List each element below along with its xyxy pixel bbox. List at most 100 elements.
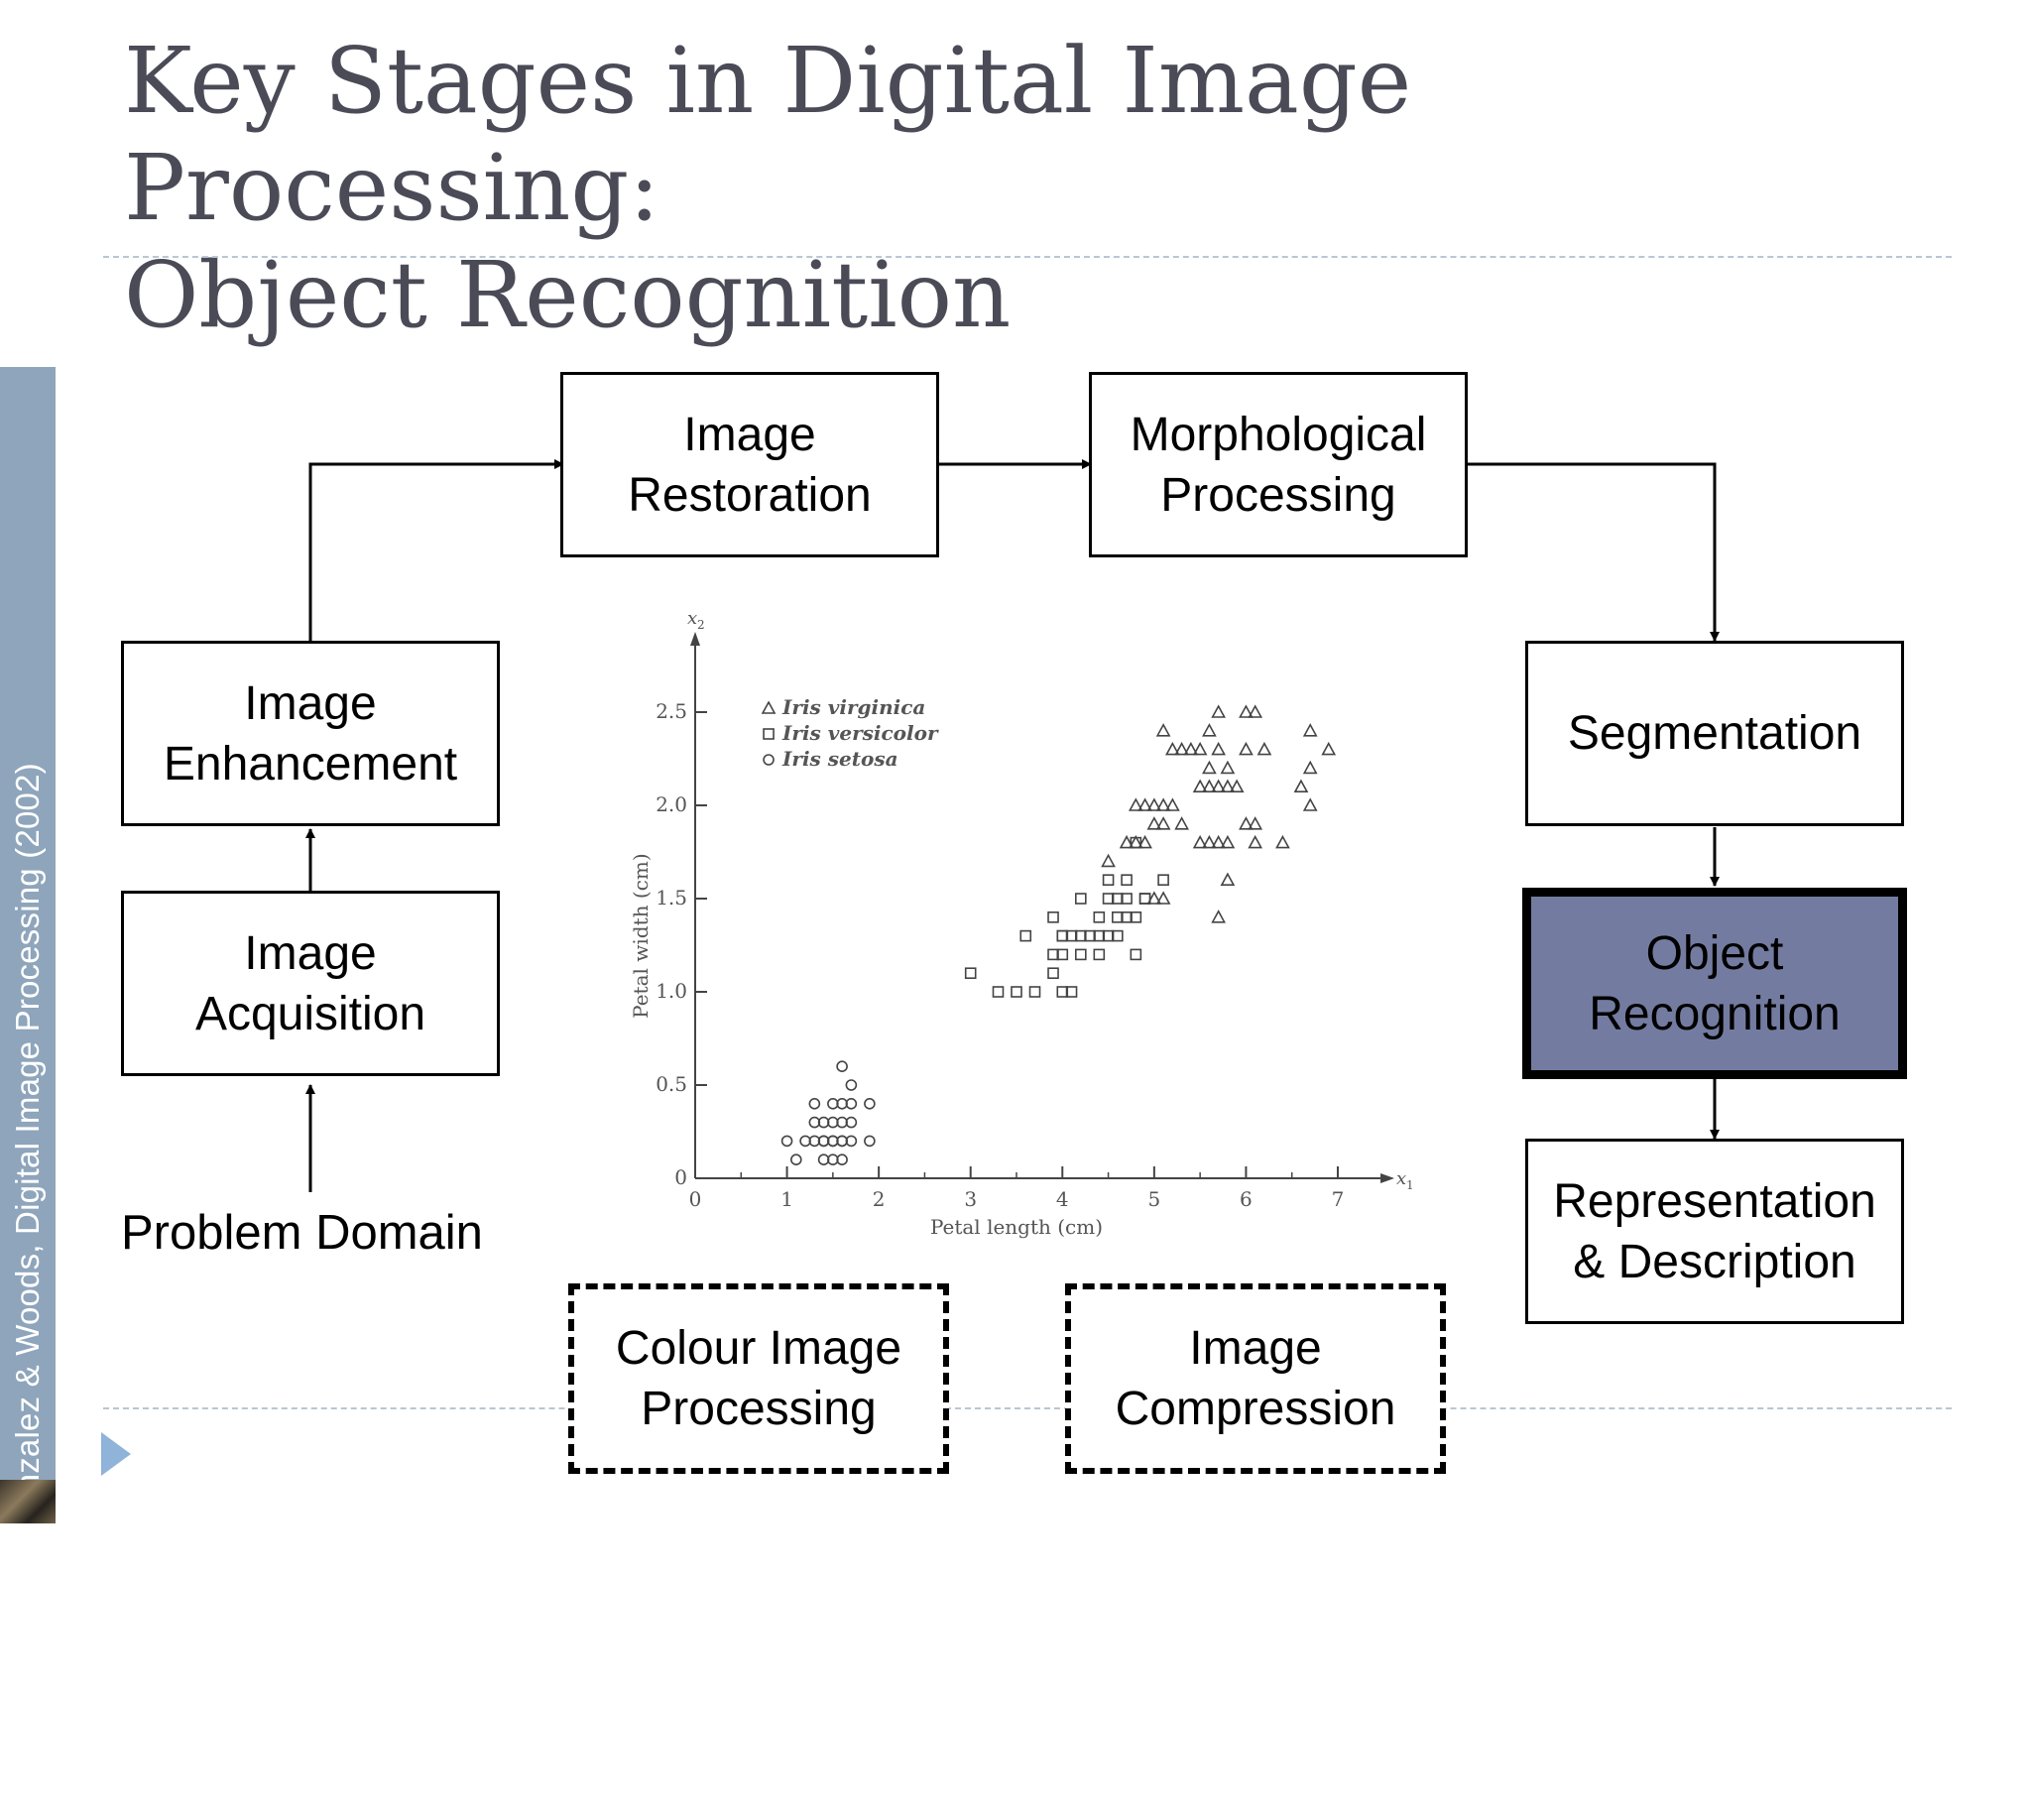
iris-versicolor-point bbox=[1028, 986, 1041, 998]
arrow-morphological-to-segmentation bbox=[1466, 462, 1720, 642]
title-divider bbox=[103, 256, 1952, 258]
iris-versicolor-point bbox=[1047, 910, 1059, 923]
iris-virginica-point bbox=[1256, 741, 1272, 756]
representation-description-label: Representation & Description bbox=[1553, 1174, 1876, 1288]
iris-versicolor-point bbox=[1075, 893, 1087, 905]
legend-label: Iris setosa bbox=[781, 747, 898, 771]
image-enhancement-box[interactable]: Image Enhancement bbox=[121, 641, 500, 826]
image-acquisition-box[interactable]: Image Acquisition bbox=[121, 891, 500, 1076]
iris-versicolor-point bbox=[1102, 874, 1115, 887]
iris-virginica-point bbox=[1155, 797, 1171, 811]
iris-virginica-point bbox=[1192, 779, 1208, 792]
iris-setosa-point bbox=[836, 1153, 848, 1165]
morphological-processing-label: Morphological Processing bbox=[1130, 408, 1427, 522]
y-tick-label: 0.5 bbox=[656, 1072, 687, 1096]
iris-virginica-point bbox=[1202, 834, 1217, 849]
iris-versicolor-point bbox=[1130, 836, 1142, 849]
iris-virginica-point bbox=[1229, 779, 1245, 792]
iris-virginica-point bbox=[1202, 760, 1217, 775]
nav-arrow-icon[interactable] bbox=[101, 1432, 131, 1476]
iris-virginica-point bbox=[1211, 741, 1227, 756]
iris-virginica-point bbox=[1155, 723, 1171, 737]
iris-versicolor-point bbox=[1056, 948, 1069, 961]
object-recognition-label: Object Recognition bbox=[1589, 926, 1841, 1040]
legend-marker bbox=[763, 754, 775, 766]
iris-versicolor-point bbox=[1065, 986, 1078, 998]
iris-virginica-point bbox=[1174, 741, 1189, 756]
segmentation-label: Segmentation bbox=[1567, 707, 1862, 760]
iris-virginica-point bbox=[1302, 760, 1318, 775]
image-enhancement-label: Image Enhancement bbox=[163, 676, 458, 790]
logo-thumbnail bbox=[0, 1480, 56, 1523]
side-credit-strip: Images taken from Gonzalez & Woods, Digi… bbox=[0, 367, 56, 1820]
image-restoration-label: Image Restoration bbox=[628, 408, 872, 522]
x-axis-symbol-subscript: 1 bbox=[1406, 1178, 1414, 1192]
y-tick-label: 1.5 bbox=[656, 886, 687, 910]
x-tick-label: 7 bbox=[1332, 1187, 1345, 1211]
x-tick-label: 0 bbox=[689, 1187, 702, 1211]
iris-virginica-point bbox=[1202, 723, 1217, 737]
iris-virginica-point bbox=[1165, 741, 1180, 756]
iris-virginica-point bbox=[1220, 779, 1236, 792]
iris-setosa-point bbox=[808, 1098, 821, 1110]
iris-setosa-point bbox=[864, 1098, 876, 1110]
iris-versicolor-point bbox=[1047, 967, 1059, 980]
iris-versicolor-point bbox=[1130, 910, 1142, 923]
iris-virginica-point bbox=[1248, 816, 1263, 830]
footer-divider bbox=[103, 1407, 1952, 1409]
iris-setosa-point bbox=[836, 1060, 848, 1072]
iris-setosa-point bbox=[845, 1098, 858, 1110]
iris-virginica-point bbox=[1321, 741, 1337, 756]
iris-virginica-point bbox=[1239, 704, 1254, 718]
iris-setosa-point bbox=[864, 1135, 876, 1148]
iris-virginica-point bbox=[1211, 910, 1227, 923]
image-acquisition-label: Image Acquisition bbox=[194, 926, 426, 1040]
iris-virginica-point bbox=[1211, 779, 1227, 792]
iris-setosa-point bbox=[845, 1079, 858, 1091]
iris-virginica-point bbox=[1165, 797, 1180, 811]
image-compression-label: Image Compression bbox=[1115, 1322, 1396, 1435]
iris-virginica-point bbox=[1137, 834, 1152, 849]
x-tick-label: 6 bbox=[1240, 1187, 1253, 1211]
object-recognition-box[interactable]: Object Recognition bbox=[1522, 888, 1907, 1079]
x-tick-label: 1 bbox=[780, 1187, 793, 1211]
iris-versicolor-point bbox=[1056, 929, 1069, 942]
iris-versicolor-point bbox=[1157, 874, 1169, 887]
y-axis-symbol-subscript: 2 bbox=[697, 618, 705, 632]
y-axis-arrowhead bbox=[690, 632, 700, 646]
iris-virginica-point bbox=[1192, 834, 1208, 849]
y-axis-label: Petal width (cm) bbox=[629, 853, 653, 1018]
y-axis-symbol: x bbox=[687, 608, 697, 629]
iris-virginica-point bbox=[1155, 816, 1171, 830]
iris-virginica-point bbox=[1137, 797, 1152, 811]
segmentation-box[interactable]: Segmentation bbox=[1525, 641, 1904, 826]
iris-setosa-point bbox=[790, 1153, 802, 1165]
iris-versicolor-point bbox=[1093, 948, 1106, 961]
morphological-processing-box[interactable]: Morphological Processing bbox=[1089, 372, 1468, 557]
colour-image-processing-box[interactable]: Colour Image Processing bbox=[568, 1283, 949, 1474]
iris-setosa-point bbox=[845, 1116, 858, 1129]
iris-virginica-point bbox=[1239, 741, 1254, 756]
flow-connectors bbox=[305, 459, 1720, 1192]
x-axis-label: Petal length (cm) bbox=[930, 1215, 1103, 1239]
image-compression-box[interactable]: Image Compression bbox=[1065, 1283, 1446, 1474]
arrow-enhancement-to-restoration bbox=[308, 459, 564, 641]
iris-virginica-point bbox=[1146, 797, 1162, 811]
iris-setosa-point bbox=[817, 1135, 830, 1148]
image-restoration-box[interactable]: Image Restoration bbox=[560, 372, 939, 557]
iris-virginica-point bbox=[1101, 853, 1116, 868]
iris-virginica-point bbox=[1239, 816, 1254, 830]
colour-image-processing-label: Colour Image Processing bbox=[615, 1322, 902, 1435]
iris-virginica-point bbox=[1146, 891, 1162, 905]
iris-versicolor-point bbox=[1019, 929, 1032, 942]
iris-versicolor-point bbox=[1075, 948, 1087, 961]
iris-virginica-point bbox=[1293, 779, 1309, 792]
iris-virginica-point bbox=[1275, 834, 1290, 849]
representation-description-box[interactable]: Representation & Description bbox=[1525, 1139, 1904, 1324]
iris-virginica-point bbox=[1302, 797, 1318, 811]
iris-virginica-point bbox=[1211, 834, 1227, 849]
iris-virginica-point bbox=[1248, 704, 1263, 718]
iris-virginica-point bbox=[1155, 891, 1171, 905]
iris-versicolor-point bbox=[1112, 929, 1124, 942]
